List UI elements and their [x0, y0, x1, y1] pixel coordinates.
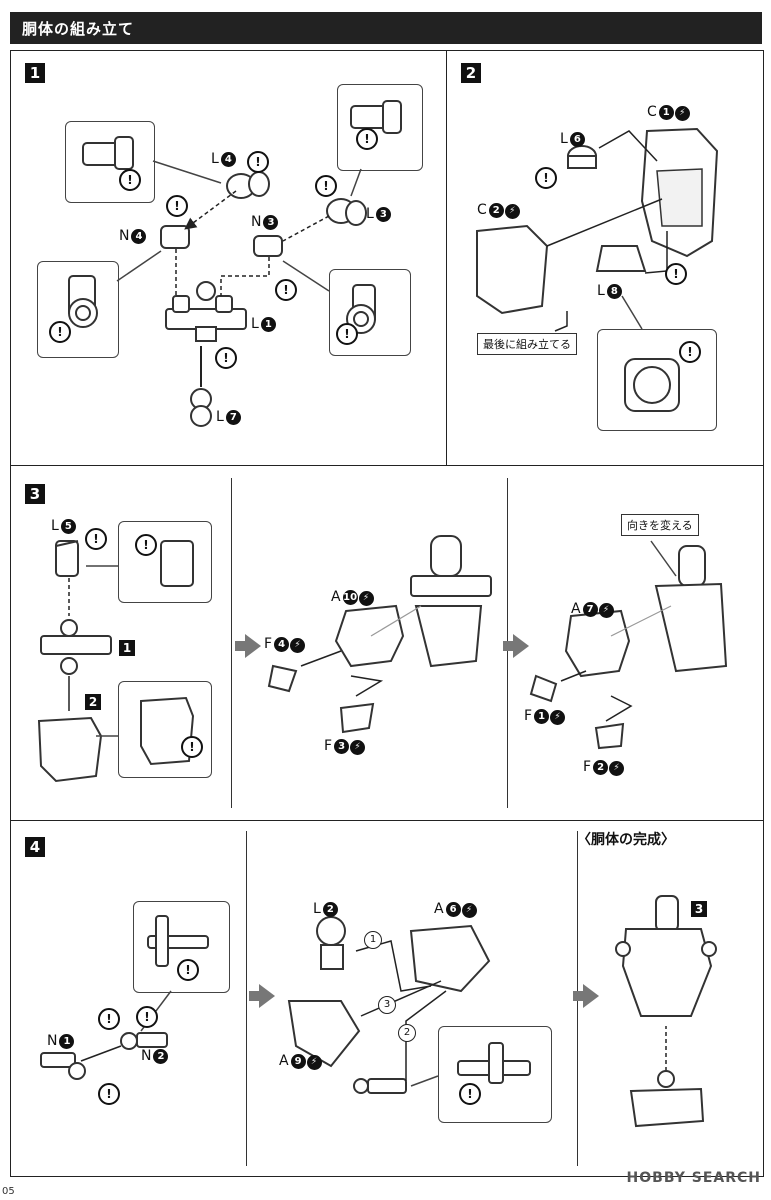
assemble-last-note: 最後に組み立てる — [477, 333, 577, 355]
caution-icon: ! — [166, 195, 188, 217]
caution-icon: ! — [177, 959, 199, 981]
change-direction-note: 向きを変える — [621, 514, 699, 536]
caution-icon: ! — [215, 347, 237, 369]
sequence-marker-1: 1 — [364, 931, 382, 949]
step-3-diagram — [37, 535, 728, 783]
caution-icon: ! — [679, 341, 701, 363]
page-number: 05 — [2, 1186, 15, 1197]
caution-icon: ! — [49, 321, 71, 343]
caution-icon: ! — [98, 1083, 120, 1105]
flow-arrow-head — [513, 634, 529, 658]
caution-icon: ! — [535, 167, 557, 189]
step-4-diagram — [40, 895, 717, 1128]
caution-icon: ! — [135, 534, 157, 556]
step-1-diagram — [68, 100, 402, 427]
watermark: HOBBY SEARCH — [626, 1170, 761, 1186]
section-title: 胴体の組み立て — [22, 20, 135, 38]
step-2-badge: 2 — [461, 63, 481, 83]
flow-arrow — [249, 991, 259, 1001]
caution-icon: ! — [119, 169, 141, 191]
flow-arrow-head — [259, 984, 275, 1008]
caution-icon: ! — [98, 1008, 120, 1030]
step-3-panel: 3 — [10, 465, 764, 822]
flow-arrow — [235, 641, 245, 651]
step-3-badge: 3 — [25, 484, 45, 504]
ref-badge-3: 3 — [691, 901, 707, 917]
step-2-diagram — [476, 127, 719, 412]
flow-arrow-head — [583, 984, 599, 1008]
section-header: 胴体の組み立て — [10, 12, 762, 44]
flow-arrow-head — [245, 634, 261, 658]
step-4-badge: 4 — [25, 837, 45, 857]
torso-complete-title: 〈胴体の完成〉 — [577, 832, 675, 848]
panel-divider — [231, 478, 232, 808]
sequence-marker-2: 2 — [398, 1024, 416, 1042]
caution-icon: ! — [85, 528, 107, 550]
caution-icon: ! — [665, 263, 687, 285]
step-1-panel: 1 — [10, 50, 448, 467]
caution-icon: ! — [315, 175, 337, 197]
caution-icon: ! — [275, 279, 297, 301]
sequence-marker-3: 3 — [378, 996, 396, 1014]
caution-icon: ! — [459, 1083, 481, 1105]
caution-icon: ! — [356, 128, 378, 150]
caution-icon: ! — [181, 736, 203, 758]
caution-icon: ! — [336, 323, 358, 345]
flow-arrow — [503, 641, 513, 651]
step-1-badge: 1 — [25, 63, 45, 83]
ref-badge-1: 1 — [119, 640, 135, 656]
panel-divider — [246, 831, 247, 1166]
flow-arrow — [573, 991, 583, 1001]
caution-icon: ! — [136, 1006, 158, 1028]
step-4-panel: 4 — [10, 820, 764, 1177]
caution-icon: ! — [247, 151, 269, 173]
ref-badge-2: 2 — [85, 694, 101, 710]
